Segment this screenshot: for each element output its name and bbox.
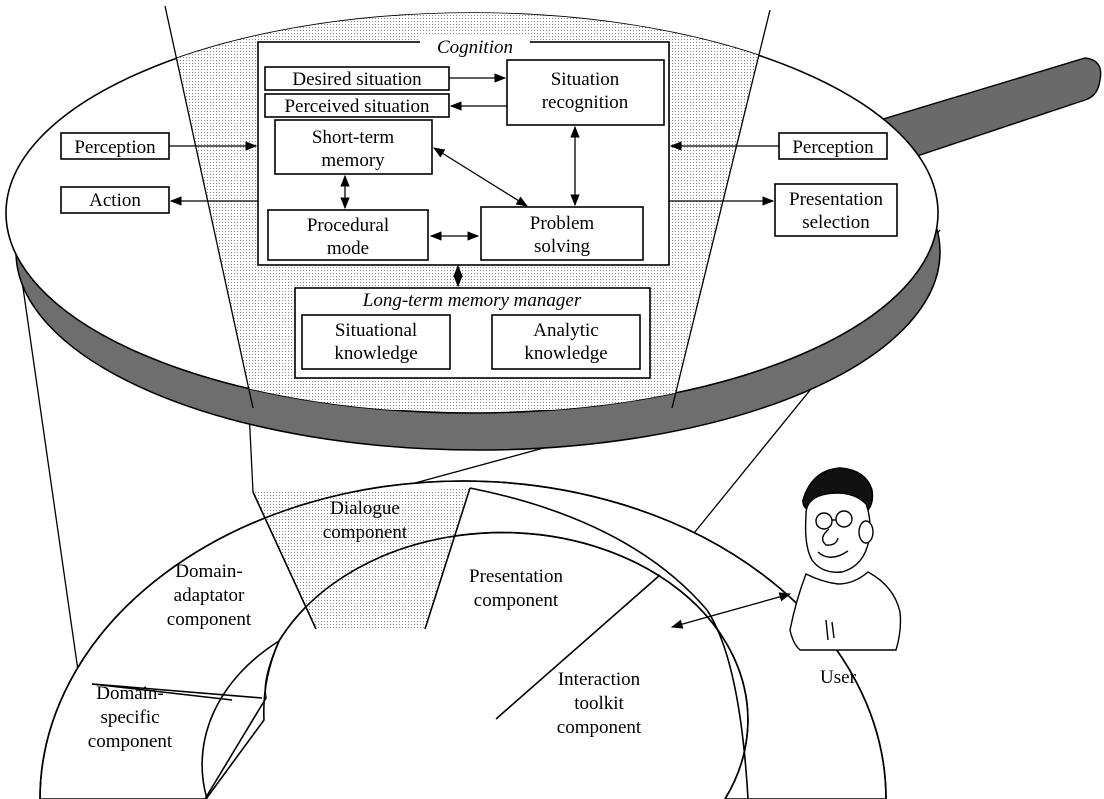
problem-solving-box: Problem solving [480,206,644,261]
perceived-situation-label: Perceived situation [284,96,430,117]
perceived-situation-box: Perceived situation [264,93,450,118]
situation-recognition-box: Situation recognition [506,59,665,126]
desired-situation-box: Desired situation [264,66,450,91]
analytic-knowledge-line-1: Analytic [533,320,598,341]
desired-situation-label: Desired situation [292,69,422,90]
domain-adaptator-component: Domain- adaptator component [167,561,252,630]
action-box: Action [60,186,170,214]
situational-knowledge-line-2: knowledge [334,343,417,364]
domain-specific-component: Domain- specific component [88,683,173,752]
interaction-toolkit-line-1: Interaction [558,669,641,690]
presentation-component: Presentation component [469,566,563,611]
arrow-user-interaction [670,592,792,629]
procedural-mode-line-1: Procedural [307,215,389,236]
short-term-memory-box: Short-term memory [274,119,433,175]
presentation-selection-box: Presentation selection [774,183,898,237]
cognition-title: Cognition [437,37,513,58]
action-label: Action [89,190,141,211]
presentation-selection-line-1: Presentation [789,189,883,210]
domain-specific-line-1: Domain- [96,683,164,704]
domain-adaptator-line-1: Domain- [175,561,243,582]
arrow-stm-problem-solving [433,147,528,207]
situational-knowledge-box: Situational knowledge [301,314,451,370]
perception-right-box: Perception [778,132,888,160]
situation-recognition-line-2: recognition [542,92,629,113]
situation-recognition-line-1: Situation [551,69,620,90]
analytic-knowledge-box: Analytic knowledge [491,314,641,370]
architecture-ring [39,480,887,799]
domain-adaptator-line-3: component [167,609,252,630]
user-figure [789,467,902,651]
presentation-line-1: Presentation [469,566,563,587]
dialogue-line-2: component [323,522,408,543]
short-term-memory-line-2: memory [321,150,385,171]
interaction-toolkit-line-3: component [557,717,642,738]
short-term-memory-line-1: Short-term [312,127,395,148]
problem-solving-line-1: Problem [530,213,595,234]
domain-specific-line-3: component [88,731,173,752]
presentation-selection-line-2: selection [802,212,870,233]
user-label: User [820,667,857,688]
dialogue-line-1: Dialogue [330,498,400,519]
interaction-toolkit-component: Interaction toolkit component [557,669,642,738]
analytic-knowledge-line-2: knowledge [524,343,607,364]
procedural-mode-box: Procedural mode [267,209,429,261]
magnifier-handle [878,57,1102,161]
interaction-toolkit-line-2: toolkit [574,693,624,714]
procedural-mode-line-2: mode [327,238,369,259]
domain-specific-line-2: specific [100,707,159,728]
perception-left-box: Perception [60,132,170,160]
presentation-line-2: component [474,590,559,611]
problem-solving-line-2: solving [534,236,590,257]
situational-knowledge-line-1: Situational [335,320,417,341]
dialogue-component: Dialogue component [323,498,408,543]
perception-right-label: Perception [792,137,874,158]
ltm-manager-title: Long-term memory manager [362,290,582,311]
perception-left-label: Perception [74,137,156,158]
lens-arrows [169,73,779,288]
domain-adaptator-line-2: adaptator [174,585,245,606]
